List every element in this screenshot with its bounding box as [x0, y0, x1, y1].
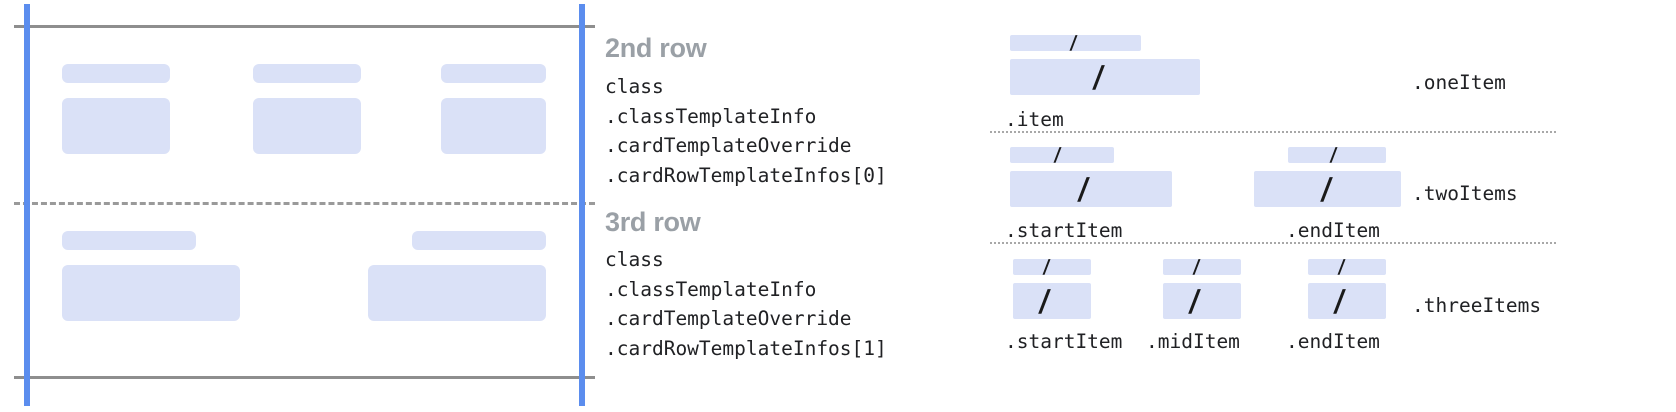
slash-icon: /	[1187, 284, 1202, 319]
item-sub-label: .item	[1005, 108, 1064, 131]
item-box: /	[1010, 59, 1200, 95]
slash-icon: /	[1076, 172, 1091, 207]
slash-icon: /	[1192, 259, 1201, 275]
row-2-heading: 2nd row	[605, 33, 707, 63]
item-sub-label: .midItem	[1146, 330, 1240, 353]
right-margin-guide	[579, 4, 585, 406]
placeholder-box	[368, 265, 546, 321]
left-margin-guide	[24, 4, 30, 406]
item-sub-label: .startItem	[1005, 219, 1123, 242]
item-box: /	[1013, 283, 1091, 319]
item-box: /	[1163, 283, 1241, 319]
layout-name-label: .threeItems	[1412, 294, 1542, 317]
item-box: /	[1010, 171, 1172, 207]
row-divider-dashed-line	[14, 202, 595, 205]
slash-icon: /	[1069, 35, 1078, 51]
slash-icon: /	[1319, 172, 1334, 207]
placeholder-box	[441, 98, 546, 154]
row-3-class-path: class .classTemplateInfo .cardTemplateOv…	[605, 248, 887, 360]
item-box: /	[1308, 283, 1386, 319]
item-box: /	[1254, 171, 1401, 207]
placeholder-bar	[62, 231, 196, 250]
layout-name-label: .twoItems	[1412, 182, 1518, 205]
placeholder-box	[62, 265, 240, 321]
item-bar: /	[1013, 259, 1091, 275]
item-sub-label: .startItem	[1005, 330, 1123, 353]
item-sub-label: .endItem	[1286, 219, 1380, 242]
slash-icon: /	[1329, 147, 1338, 163]
item-bar: /	[1010, 35, 1141, 51]
placeholder-bar	[441, 64, 546, 83]
row-3-heading: 3rd row	[605, 207, 701, 237]
layout-separator-2	[990, 242, 1556, 244]
item-sub-label: .endItem	[1286, 330, 1380, 353]
card-bottom-edge-rule	[14, 376, 595, 379]
layout-separator-1	[990, 131, 1556, 133]
item-bar: /	[1288, 147, 1386, 163]
placeholder-bar	[412, 231, 546, 250]
placeholder-bar	[253, 64, 361, 83]
slash-icon: /	[1337, 259, 1346, 275]
item-bar: /	[1010, 147, 1114, 163]
slash-icon: /	[1053, 147, 1062, 163]
slash-icon: /	[1042, 259, 1051, 275]
item-bar: /	[1308, 259, 1386, 275]
placeholder-box	[62, 98, 170, 154]
slash-icon: /	[1332, 284, 1347, 319]
layout-name-label: .oneItem	[1412, 71, 1506, 94]
slash-icon: /	[1037, 284, 1052, 319]
row-2-class-path: class .classTemplateInfo .cardTemplateOv…	[605, 75, 887, 187]
item-bar: /	[1163, 259, 1241, 275]
placeholder-bar	[62, 64, 170, 83]
placeholder-box	[253, 98, 361, 154]
slash-icon: /	[1091, 60, 1106, 95]
card-top-edge-rule	[14, 25, 595, 28]
